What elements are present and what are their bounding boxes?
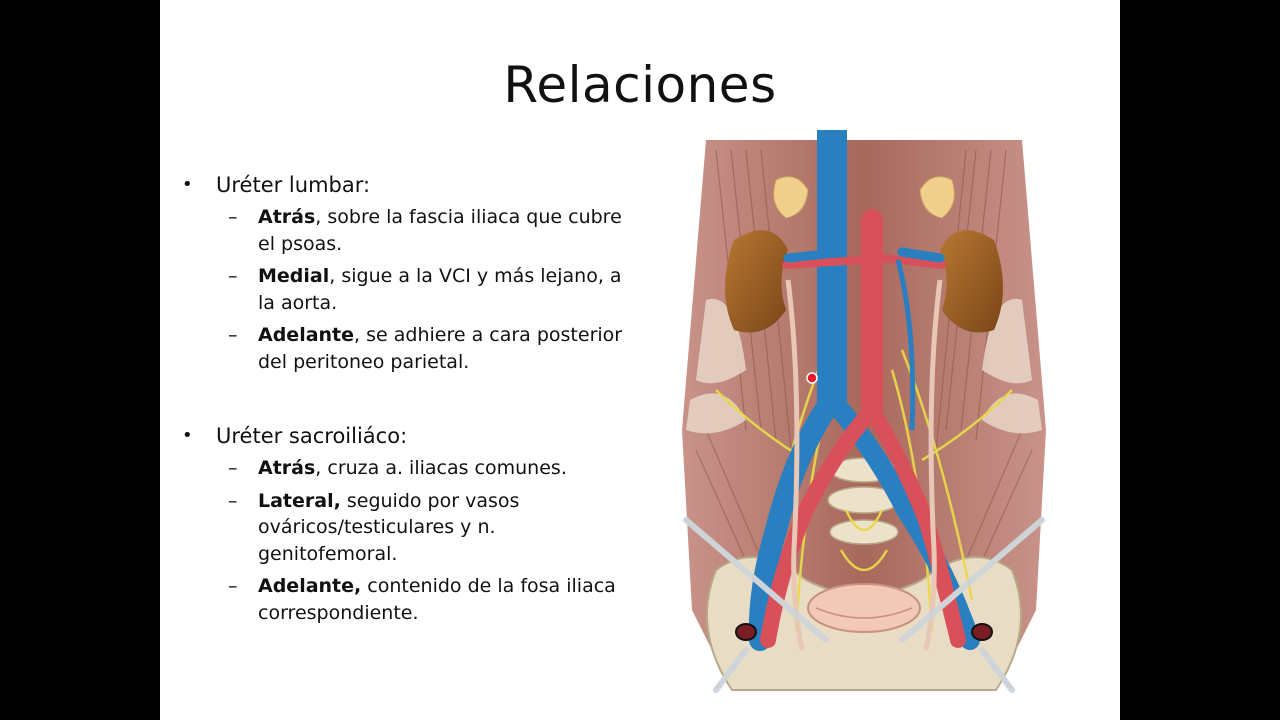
- cut-vessel-ends: [735, 623, 993, 641]
- dash-marker: –: [228, 575, 238, 597]
- sub-item: – Medial, sigue a la VCI y más lejano, a…: [180, 263, 640, 316]
- dash-marker: –: [228, 206, 238, 228]
- sub-item-text: , sigue a la VCI y más lejano, a la aort…: [258, 265, 622, 314]
- renal-vessels: [782, 247, 946, 269]
- sub-item-bold: Adelante: [258, 324, 355, 346]
- sub-item-bold: Medial: [258, 265, 330, 287]
- sub-item-bold: Adelante,: [258, 575, 362, 597]
- sub-item-bold: Atrás: [258, 457, 316, 479]
- bullet-dot: •: [182, 425, 193, 446]
- vessel-marker: [806, 372, 818, 384]
- right-kidney: [940, 230, 1003, 333]
- bullet-ureter-lumbar: • Uréter lumbar:: [180, 170, 640, 200]
- dash-marker: –: [228, 457, 238, 479]
- retroperitoneum-anatomy-illustration: [682, 130, 1046, 693]
- sub-item-bold: Atrás: [258, 206, 316, 228]
- slide-title: Relaciones: [503, 56, 777, 114]
- surgical-retractors: [683, 517, 1045, 693]
- bullet-ureter-sacroiliaco: • Uréter sacroiliáco:: [180, 421, 640, 451]
- sub-item-text: contenido de la fosa iliaca correspondie…: [258, 575, 616, 624]
- slide-content: • Uréter lumbar: – Atrás, sobre la fasci…: [180, 170, 640, 632]
- sub-item-text: , cruza a. iliacas comunes.: [315, 457, 567, 479]
- sub-item: – Lateral, seguido por vasos ováricos/te…: [180, 488, 640, 568]
- sub-item: – Atrás, sobre la fascia iliaca que cubr…: [180, 204, 640, 257]
- bullet-heading: Uréter lumbar:: [216, 173, 371, 197]
- sub-item-text: , se adhiere a cara posterior del perito…: [258, 324, 623, 373]
- dash-marker: –: [228, 265, 238, 287]
- sub-item: – Adelante, contenido de la fosa iliaca …: [180, 573, 640, 626]
- dash-marker: –: [228, 489, 238, 512]
- gonadal-vein: [895, 259, 916, 431]
- right-adrenal: [919, 176, 955, 219]
- bullet-heading: Uréter sacroiliáco:: [216, 424, 408, 448]
- slide: Relaciones • Uréter lumbar: – Atrás, sob…: [160, 0, 1120, 720]
- bullet-dot: •: [182, 174, 193, 195]
- dash-marker: –: [228, 324, 238, 346]
- left-kidney: [725, 230, 788, 333]
- sub-item: – Atrás, cruza a. iliacas comunes.: [180, 455, 640, 482]
- sub-item-text: , sobre la fascia iliaca que cubre el ps…: [258, 206, 622, 255]
- urinary-bladder: [807, 583, 921, 633]
- sub-item-bold: Lateral,: [258, 489, 341, 512]
- sub-item: – Adelante, se adhiere a cara posterior …: [180, 322, 640, 375]
- sub-item-text: seguido por vasos ováricos/testiculares …: [258, 489, 520, 565]
- left-adrenal: [773, 176, 809, 219]
